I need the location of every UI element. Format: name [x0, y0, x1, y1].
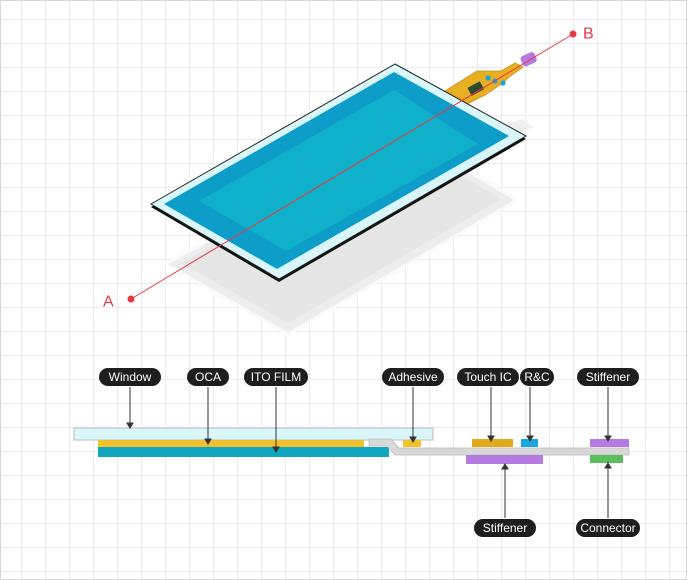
label-pill — [457, 368, 519, 386]
label-pill — [576, 519, 640, 537]
isometric-view: A B — [103, 26, 594, 336]
label-adhesive: Adhesive — [388, 370, 438, 384]
label-pill — [99, 368, 161, 386]
label-window: Window — [109, 370, 152, 384]
section-point-a-marker — [127, 295, 135, 303]
label-pill — [577, 368, 639, 386]
label-pill — [474, 519, 536, 537]
fpc-bar — [368, 438, 630, 456]
ito-film-bar — [98, 447, 389, 457]
label-oca: OCA — [195, 370, 221, 384]
section-point-b-marker — [569, 30, 577, 38]
oca-bar — [98, 440, 364, 447]
label-touch-ic: Touch IC — [464, 370, 512, 384]
label-pill — [187, 368, 229, 386]
label-pill — [382, 368, 444, 386]
label-stiffener-bottom: Stiffener — [483, 521, 527, 535]
connector-bar — [590, 455, 623, 463]
label-stiffener-top: Stiffener — [586, 370, 630, 384]
active-area — [199, 90, 478, 251]
label-ito-film: ITO FILM — [251, 370, 301, 384]
section-point-b-label: B — [583, 26, 594, 43]
rc-component — [485, 75, 491, 81]
stiffener-top-bar — [590, 439, 629, 447]
touch-ic-bar — [472, 439, 513, 447]
rc-component — [500, 80, 506, 86]
cross-section: Window OCA ITO FILM Adhesive Touch IC R&… — [73, 368, 640, 537]
adhesive-bar — [403, 440, 421, 447]
label-rc: R&C — [524, 370, 550, 384]
label-pill — [244, 368, 308, 386]
window-bar — [73, 427, 434, 441]
arrows — [126, 387, 612, 518]
label-connector: Connector — [580, 521, 635, 535]
stiffener-bottom-bar — [466, 455, 543, 464]
section-line — [130, 33, 574, 300]
touch-ic-chip — [467, 81, 485, 96]
label-pill — [520, 368, 554, 386]
rc-bar — [521, 439, 538, 447]
section-point-a-label: A — [103, 294, 114, 311]
